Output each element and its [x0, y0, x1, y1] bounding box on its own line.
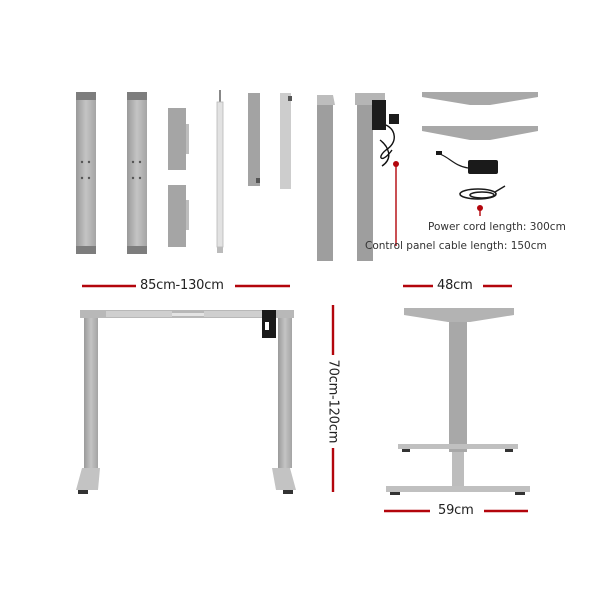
foot-right-part: [127, 92, 147, 254]
crossbar-part-left: [248, 93, 260, 186]
bracket-part-upper: [168, 108, 189, 170]
foot-left-part: [76, 92, 96, 254]
top-depth-dimension-label: 48cm: [437, 278, 473, 293]
width-dimension-label: 85cm-130cm: [140, 278, 224, 293]
power-cord-part: [459, 185, 506, 200]
top-mount-bracket-1-part: [422, 92, 538, 105]
crossbar-part-right: [280, 93, 292, 189]
power-cord-length-label: Power cord length: 300cm: [428, 221, 566, 233]
leg-column-part: [317, 95, 335, 261]
control-cable-callout: [393, 161, 399, 246]
height-dimension-label: 70cm-120cm: [325, 359, 341, 444]
front-view-frame: [76, 310, 296, 494]
power-cord-callout: [477, 205, 483, 216]
base-depth-dimension-label: 59cm: [438, 503, 474, 518]
motorized-leg-part: [355, 93, 399, 261]
control-panel-cable-length-label: Control panel cable length: 150cm: [365, 240, 547, 252]
bracket-part-lower: [168, 185, 189, 247]
drive-shaft-part: [216, 90, 224, 253]
power-adapter-part: [436, 151, 498, 174]
top-mount-bracket-2-part: [422, 126, 538, 140]
side-view-frame: [386, 308, 530, 495]
